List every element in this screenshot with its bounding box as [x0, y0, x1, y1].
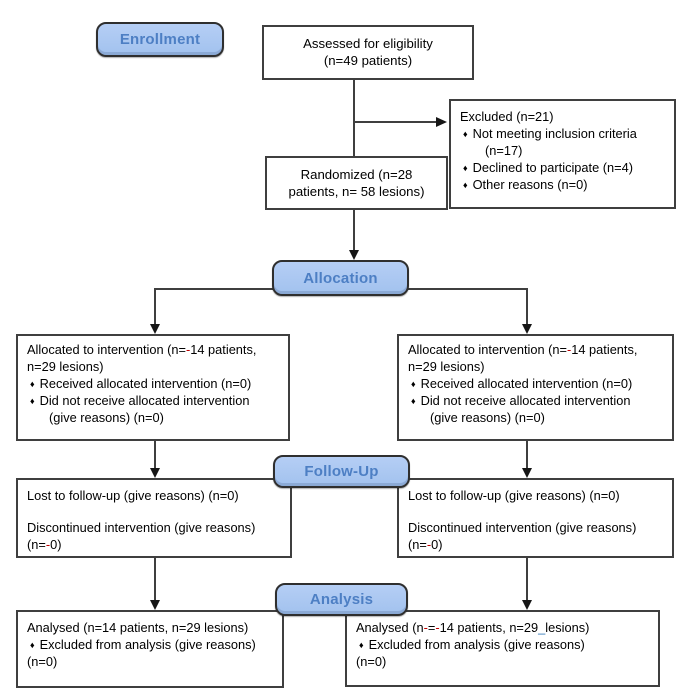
- analysis-left-line1: Analysed (n=14 patients, n=29 lesions): [27, 620, 249, 635]
- connector-alloc-to-followup-left: [154, 441, 156, 468]
- badge-followup-label: Follow-Up: [304, 463, 379, 480]
- allocated-left-title1: Allocated to intervention (n=-14 patient…: [27, 342, 257, 357]
- connector-branch-right: [526, 288, 528, 324]
- excluded-bullet3: ♦ Other reasons (n=0): [460, 177, 665, 194]
- allocated-right-bullet2-cont: (give reasons) (n=0): [430, 409, 545, 425]
- arrowhead-analysis-left-icon: [150, 600, 160, 610]
- excluded-bullet2: ♦ Declined to participate (n=4): [460, 160, 665, 177]
- followup-left-line1: Lost to follow-up (give reasons) (n=0): [27, 488, 239, 503]
- arrowhead-followup-right-icon: [522, 468, 532, 478]
- box-allocated-left: Allocated to intervention (n=-14 patient…: [16, 334, 290, 441]
- excluded-title: Excluded (n=21): [460, 109, 554, 124]
- connector-branch-left: [154, 288, 156, 324]
- box-excluded: Excluded (n=21) ♦ Not meeting inclusion …: [449, 99, 676, 209]
- bullet-icon: ♦: [30, 395, 35, 406]
- badge-analysis-label: Analysis: [309, 591, 374, 608]
- arrowhead-allocated-right-icon: [522, 324, 532, 334]
- badge-allocation: Allocation: [272, 260, 409, 296]
- excluded-bullet1-text: Not meeting inclusion criteria: [472, 125, 637, 141]
- analysis-left-bullet1-text: Excluded from analysis (give reasons): [39, 636, 256, 652]
- bullet-icon: ♦: [463, 179, 468, 190]
- box-assessed-eligibility: Assessed for eligibility (n=49 patients): [262, 25, 474, 80]
- allocated-right-bullet2: ♦ Did not receive allocated intervention: [408, 393, 663, 410]
- box-analysis-left: Analysed (n=14 patients, n=29 lesions) ♦…: [16, 610, 284, 688]
- arrowhead-analysis-right-icon: [522, 600, 532, 610]
- followup-left-line2: Discontinued intervention (give reasons): [27, 519, 256, 535]
- connector-randomized-to-allocation: [353, 210, 355, 250]
- followup-right-line1: Lost to follow-up (give reasons) (n=0): [408, 488, 620, 503]
- allocated-right-bullet1: ♦ Received allocated intervention (n=0): [408, 376, 663, 393]
- arrowhead-excluded-icon: [436, 117, 447, 127]
- allocated-left-bullet2-text: Did not receive allocated intervention: [39, 392, 250, 408]
- badge-followup: Follow-Up: [273, 455, 410, 488]
- followup-right-line2: Discontinued intervention (give reasons): [408, 519, 637, 535]
- excluded-bullet1: ♦ Not meeting inclusion criteria: [460, 126, 665, 143]
- bullet-icon: ♦: [411, 395, 416, 406]
- badge-allocation-label: Allocation: [303, 269, 378, 287]
- excluded-bullet2-text: Declined to participate (n=4): [472, 159, 633, 175]
- allocated-left-bullet1-text: Received allocated intervention (n=0): [39, 375, 252, 391]
- bullet-icon: ♦: [411, 378, 416, 389]
- allocated-right-bullet2-text: Did not receive allocated intervention: [420, 392, 631, 408]
- excluded-bullet3-text: Other reasons (n=0): [472, 176, 588, 192]
- allocated-left-bullet2-cont: (give reasons) (n=0): [49, 409, 164, 425]
- box-followup-left: Lost to follow-up (give reasons) (n=0) D…: [16, 478, 292, 558]
- analysis-right-bullet1: ♦ Excluded from analysis (give reasons): [356, 637, 649, 654]
- randomized-line1: Randomized (n=28: [300, 167, 413, 182]
- badge-enrollment-label: Enrollment: [119, 31, 201, 48]
- badge-enrollment: Enrollment: [96, 22, 224, 57]
- analysis-right-line1: Analysed (n-=-14 patients, n=29_lesions): [356, 620, 590, 635]
- bullet-icon: ♦: [30, 639, 35, 650]
- analysis-right-line2: (n=0): [356, 653, 387, 669]
- allocated-left-title2: n=29 lesions): [27, 358, 104, 374]
- analysis-right-bullet1-text: Excluded from analysis (give reasons): [368, 636, 585, 652]
- followup-left-line3: (n=-0): [27, 536, 62, 552]
- box-allocated-right: Allocated to intervention (n=-14 patient…: [397, 334, 674, 441]
- connector-followup-to-analysis-right: [526, 558, 528, 600]
- connector-followup-to-analysis-left: [154, 558, 156, 600]
- arrowhead-allocation-icon: [349, 250, 359, 260]
- box-randomized: Randomized (n=28 patients, n= 58 lesions…: [265, 156, 448, 210]
- allocated-left-bullet1: ♦ Received allocated intervention (n=0): [27, 376, 279, 393]
- connector-assessed-to-randomized: [353, 80, 355, 156]
- allocated-right-title2: n=29 lesions): [408, 358, 485, 374]
- allocated-right-bullet1-text: Received allocated intervention (n=0): [420, 375, 633, 391]
- box-followup-right: Lost to follow-up (give reasons) (n=0) D…: [397, 478, 674, 558]
- bullet-icon: ♦: [30, 378, 35, 389]
- bullet-icon: ♦: [463, 128, 468, 139]
- assessed-line1: Assessed for eligibility: [303, 36, 433, 51]
- analysis-left-line2: (n=0): [27, 653, 58, 669]
- arrowhead-allocated-left-icon: [150, 324, 160, 334]
- allocated-right-title1: Allocated to intervention (n=-14 patient…: [408, 342, 638, 357]
- randomized-line2: patients, n= 58 lesions): [288, 184, 425, 200]
- followup-right-line3: (n=-0): [408, 536, 443, 552]
- bullet-icon: ♦: [359, 639, 364, 650]
- assessed-line2: (n=49 patients): [323, 53, 413, 69]
- box-analysis-right: Analysed (n-=-14 patients, n=29_lesions)…: [345, 610, 660, 687]
- badge-analysis: Analysis: [275, 583, 408, 616]
- arrowhead-followup-left-icon: [150, 468, 160, 478]
- allocated-left-bullet2: ♦ Did not receive allocated intervention: [27, 393, 279, 410]
- excluded-bullet1-cont: (n=17): [485, 142, 523, 158]
- connector-alloc-to-followup-right: [526, 441, 528, 468]
- bullet-icon: ♦: [463, 162, 468, 173]
- connector-to-excluded: [354, 121, 436, 123]
- analysis-left-bullet1: ♦ Excluded from analysis (give reasons): [27, 637, 273, 654]
